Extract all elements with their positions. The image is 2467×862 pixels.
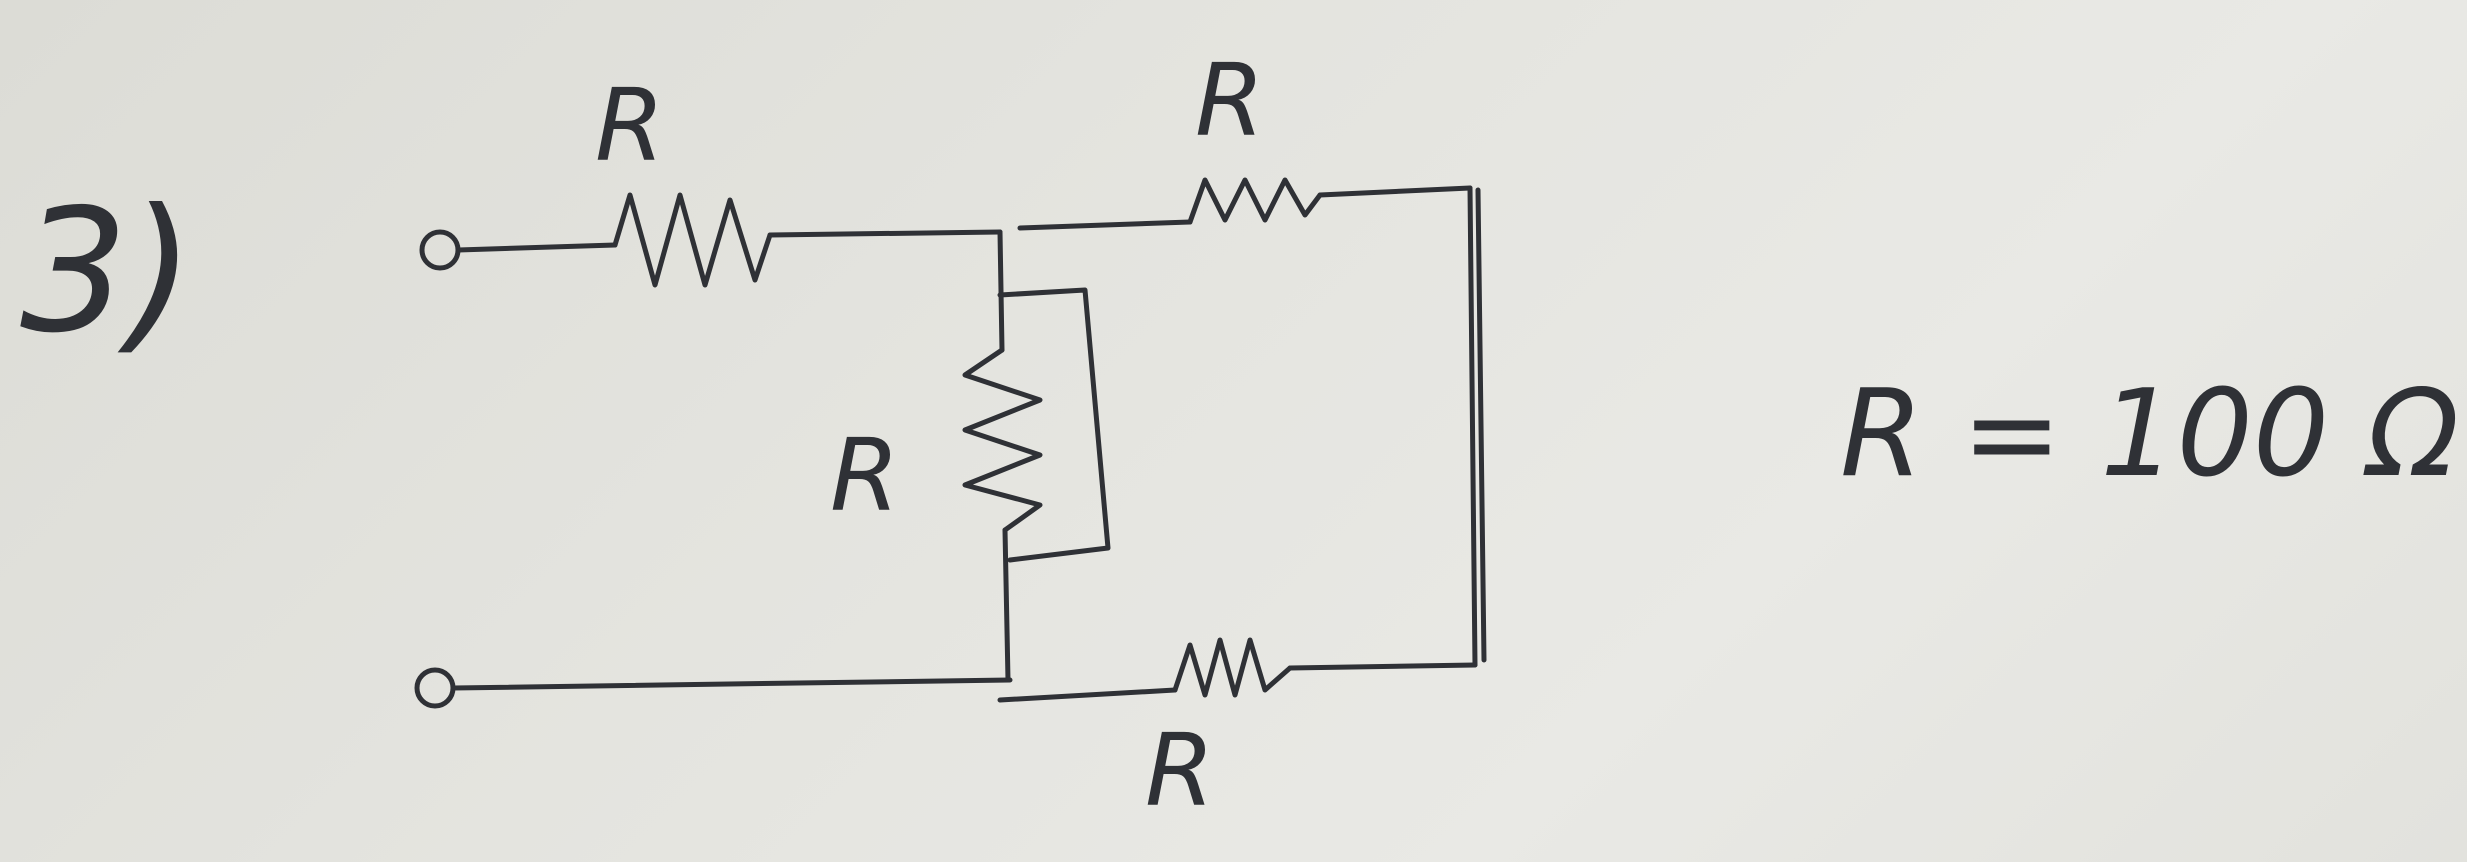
terminal-bottom xyxy=(414,667,456,709)
wire-bottom-terminal xyxy=(450,677,1013,691)
resistance-value: R = 100 Ω xyxy=(1840,365,2459,504)
wire-top-to-node xyxy=(767,229,1003,238)
resistor-top-right xyxy=(1187,177,1323,225)
resistor-label-top-right: R xyxy=(1195,42,1264,159)
resistor-bottom xyxy=(1172,637,1293,698)
resistor-label-middle: R xyxy=(830,417,899,534)
wire-node-down xyxy=(997,229,1005,353)
wire-short-around-middle xyxy=(997,287,1111,563)
resistor-label-bottom: R xyxy=(1145,712,1214,829)
wire-node-to-top-right xyxy=(1017,219,1193,231)
wire-middle-down xyxy=(1002,527,1011,683)
resistor-top-left xyxy=(612,192,773,288)
wire-top-right-to-rail xyxy=(1317,185,1473,198)
wire-bottom-to-left xyxy=(997,687,1178,703)
wire-top-left xyxy=(455,242,618,253)
resistor-label-top-left: R xyxy=(595,67,664,184)
wire-right-rail-double xyxy=(1475,187,1487,663)
wire-rail-to-bottom xyxy=(1287,662,1478,671)
resistor-middle xyxy=(962,347,1043,533)
wire-right-rail xyxy=(1467,185,1478,668)
problem-number: 3) xyxy=(20,173,194,371)
terminal-top xyxy=(419,229,461,271)
